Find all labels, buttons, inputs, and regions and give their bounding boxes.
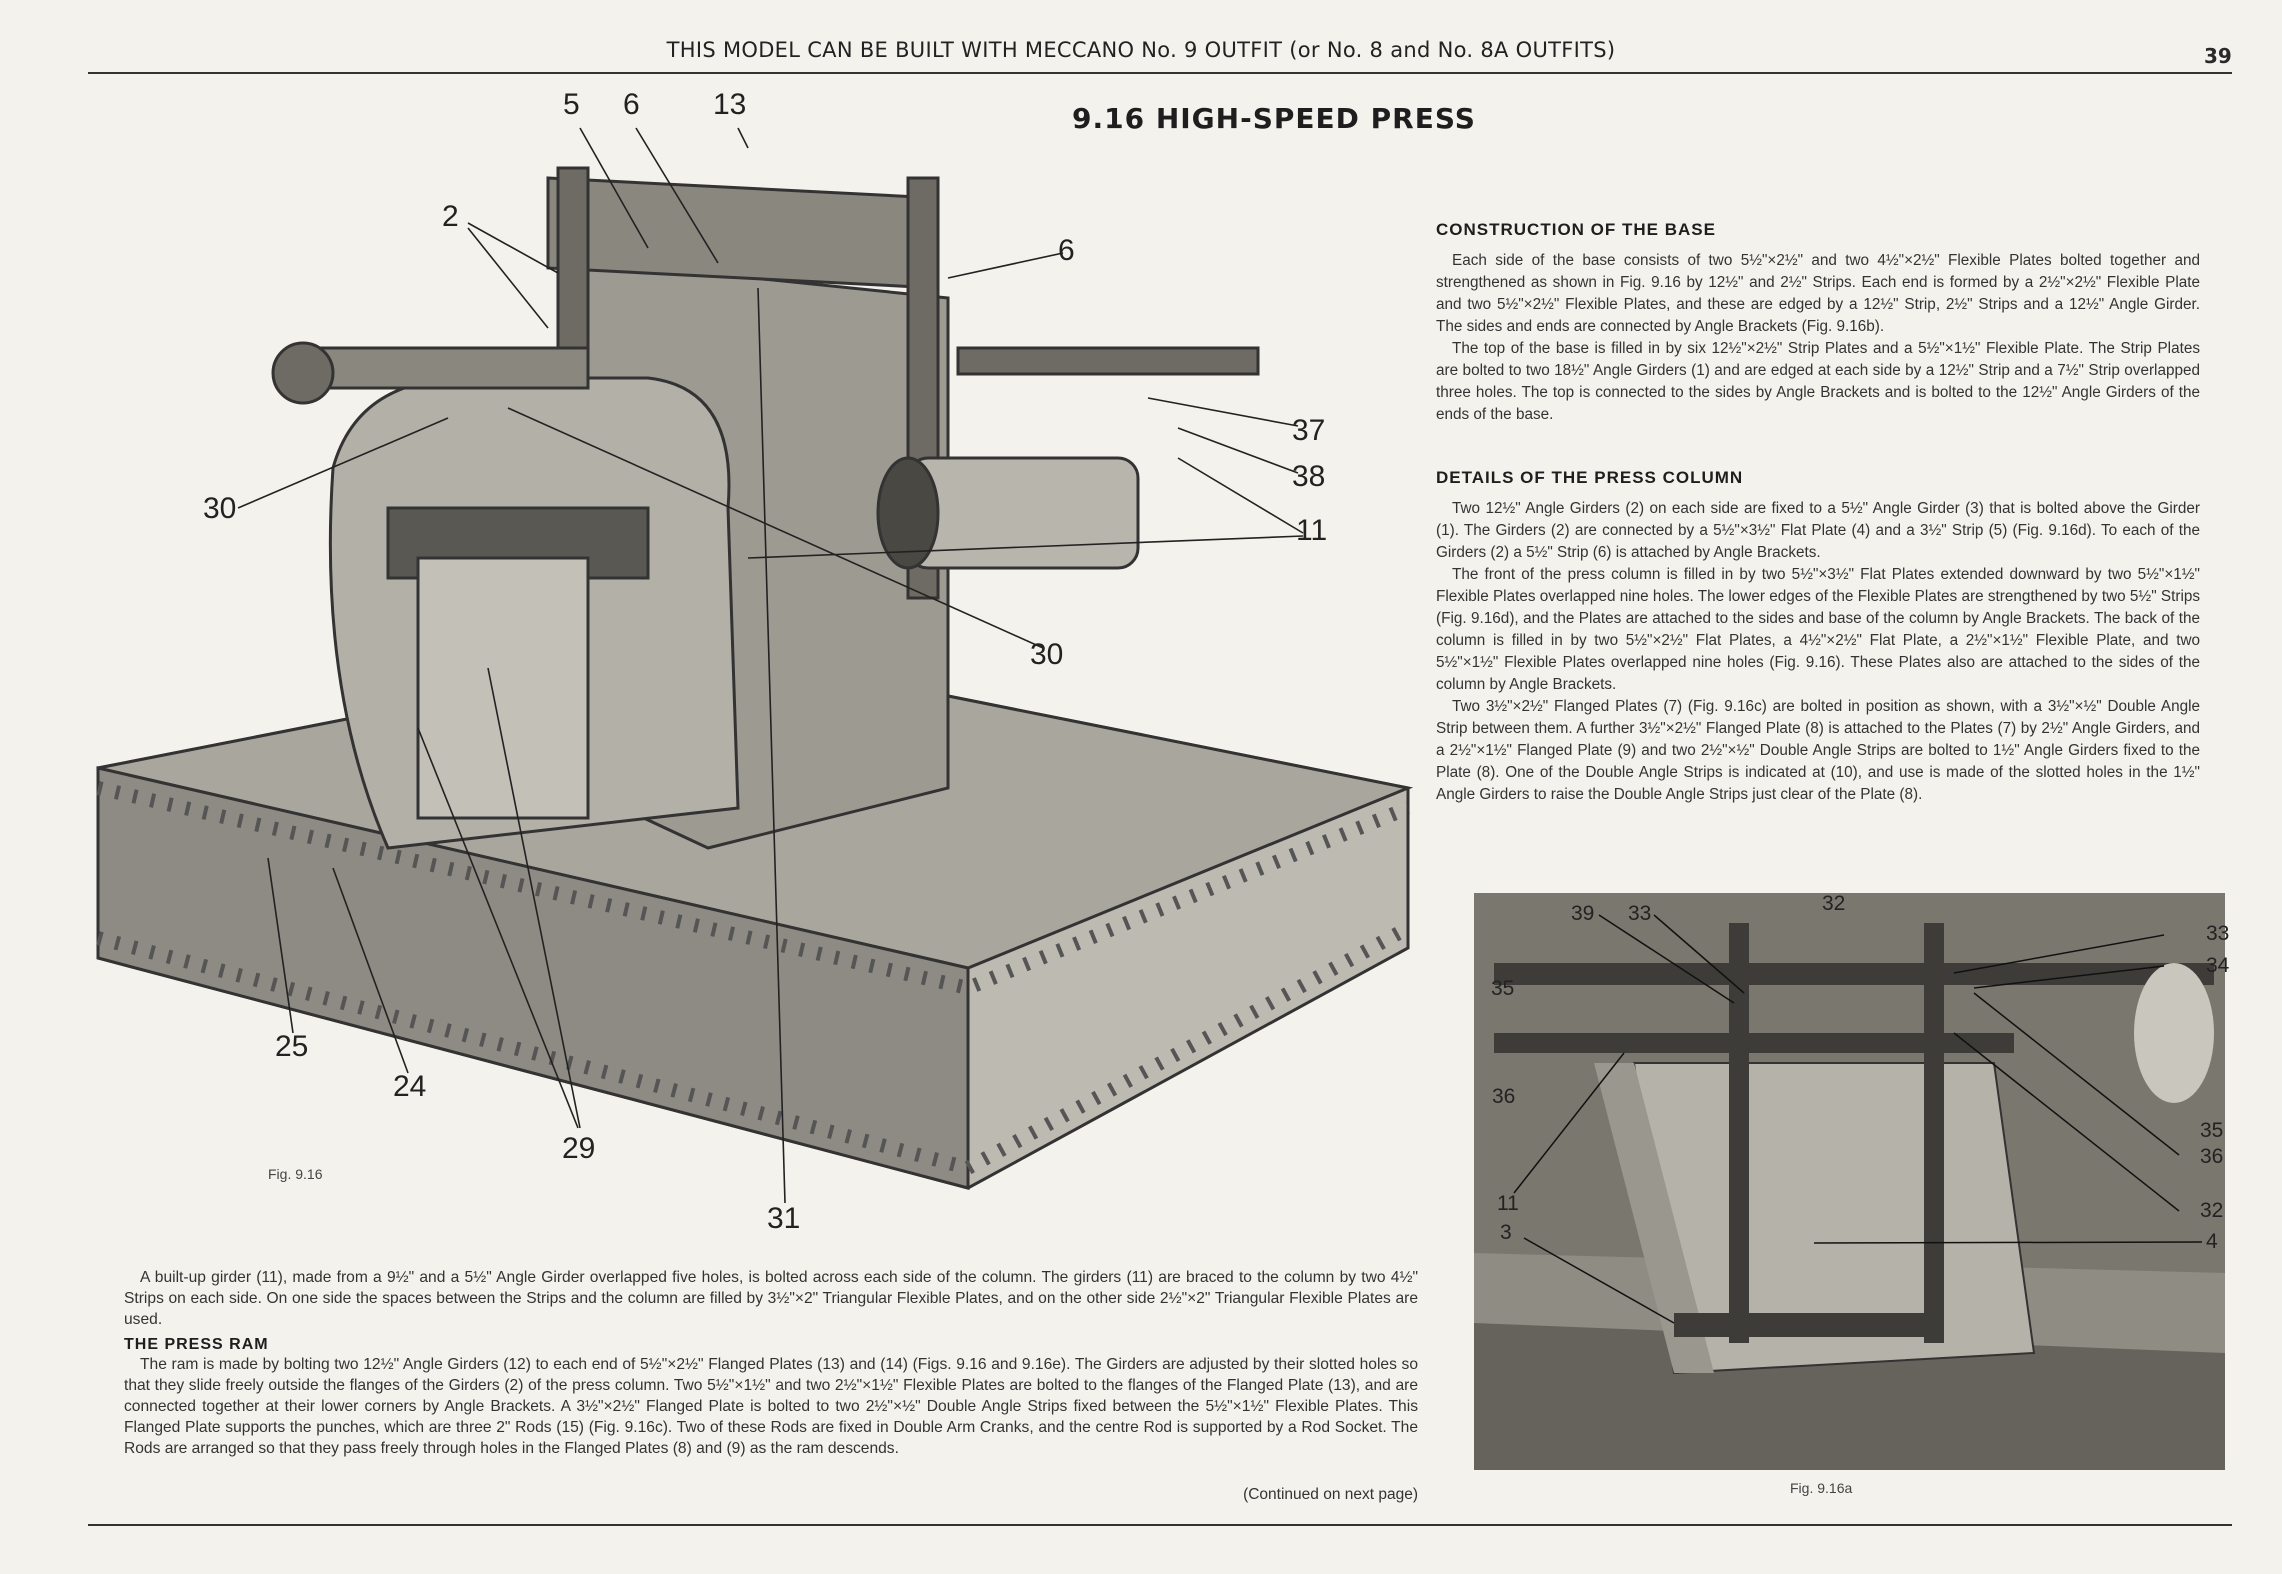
paragraph: A built-up girder (11), made from a 9½" … bbox=[124, 1269, 1418, 1328]
section-base: CONSTRUCTION OF THE BASE Each side of th… bbox=[1436, 220, 2200, 426]
photo-label-39: 39 bbox=[1571, 902, 1595, 925]
label-38: 38 bbox=[1292, 460, 1326, 493]
continued-note: (Continued on next page) bbox=[1243, 1486, 1418, 1503]
page-title: 9.16 HIGH-SPEED PRESS bbox=[1072, 102, 1476, 135]
photo-label-36-right: 36 bbox=[2200, 1145, 2224, 1168]
paragraph: Each side of the base consists of two 5½… bbox=[1436, 252, 2200, 335]
paragraph: The ram is made by bolting two 12½" Angl… bbox=[124, 1356, 1418, 1457]
section-heading: THE PRESS RAM bbox=[124, 1336, 269, 1353]
photo-label-33: 33 bbox=[1628, 902, 1652, 925]
photo-label-4: 4 bbox=[2206, 1230, 2218, 1253]
paragraph: Two 12½" Angle Girders (2) on each side … bbox=[1436, 500, 2200, 561]
page-number: 39 bbox=[2204, 44, 2232, 68]
photo-caption: Fig. 9.16a bbox=[1790, 1480, 1853, 1496]
section-column: DETAILS OF THE PRESS COLUMN Two 12½" Ang… bbox=[1436, 468, 2200, 806]
label-30-left: 30 bbox=[203, 492, 237, 525]
photo-label-35: 35 bbox=[1491, 977, 1515, 1000]
section-girder-and-ram: A built-up girder (11), made from a 9½" … bbox=[124, 1267, 1418, 1459]
photo-label-3: 3 bbox=[1500, 1221, 1512, 1244]
label-2: 2 bbox=[442, 200, 459, 233]
label-25: 25 bbox=[275, 1030, 309, 1063]
label-30: 30 bbox=[1030, 638, 1064, 671]
photo-label-11: 11 bbox=[1497, 1192, 1519, 1215]
figure-caption: Fig. 9.16 bbox=[268, 1166, 323, 1182]
label-24: 24 bbox=[393, 1070, 427, 1103]
paragraph: The front of the press column is filled … bbox=[1436, 566, 2200, 693]
label-13: 13 bbox=[713, 88, 747, 121]
label-31: 31 bbox=[767, 1202, 801, 1235]
footer-rule bbox=[88, 1524, 2232, 1526]
label-5: 5 bbox=[563, 88, 580, 121]
label-6: 6 bbox=[623, 88, 640, 121]
section-heading: DETAILS OF THE PRESS COLUMN bbox=[1436, 468, 1744, 487]
paragraph: The top of the base is filled in by six … bbox=[1436, 340, 2200, 423]
photo-label-32-right: 32 bbox=[2200, 1199, 2224, 1222]
paragraph: Two 3½"×2½" Flanged Plates (7) (Fig. 9.1… bbox=[1436, 698, 2200, 803]
photo-label-32: 32 bbox=[1822, 892, 1846, 915]
photo-label-34: 34 bbox=[2206, 954, 2230, 977]
figure-9-16a-photo bbox=[1474, 893, 2225, 1470]
section-heading: CONSTRUCTION OF THE BASE bbox=[1436, 220, 1716, 239]
label-37: 37 bbox=[1292, 414, 1326, 447]
header-rule bbox=[88, 72, 2232, 74]
figure-9-16-illustration bbox=[96, 127, 1414, 1204]
photo-label-33-right: 33 bbox=[2206, 922, 2230, 945]
label-29: 29 bbox=[562, 1132, 596, 1165]
running-header: THIS MODEL CAN BE BUILT WITH MECCANO No.… bbox=[666, 38, 1616, 62]
label-11: 11 bbox=[1296, 514, 1328, 547]
photo-label-36: 36 bbox=[1492, 1085, 1516, 1108]
photo-label-35-right: 35 bbox=[2200, 1119, 2224, 1142]
label-6-right: 6 bbox=[1058, 234, 1075, 267]
